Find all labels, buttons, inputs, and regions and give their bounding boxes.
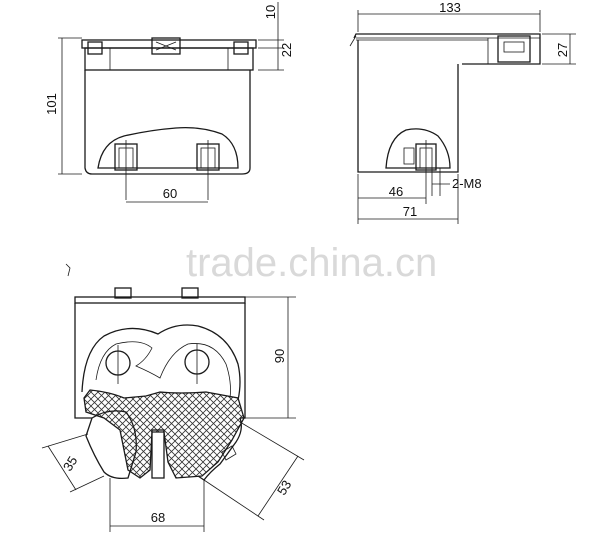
front-view: [81, 37, 257, 200]
front-contact-profile: [97, 126, 239, 169]
dim-bottom-left-angle: 35: [60, 454, 80, 474]
bottom-dimensions: 90 35 53 68: [41, 296, 305, 532]
watermark: trade.china.cn: [186, 241, 437, 285]
bottom-view: [65, 263, 246, 481]
bottom-clamp-profile: [81, 324, 241, 401]
bottom-right-wing: [197, 417, 242, 481]
dim-front-top-block: 22: [279, 43, 294, 57]
dim-side-bolt-spec: 2-M8: [452, 176, 482, 191]
bottom-left-wing: [85, 410, 137, 480]
bottom-clip-left: [114, 287, 132, 299]
dim-bottom-height: 90: [272, 349, 287, 363]
dim-side-bolt-offset: 46: [389, 184, 403, 199]
front-top-block: [84, 47, 254, 71]
side-boss: [385, 128, 451, 169]
bottom-center-slot: [151, 429, 165, 479]
bottom-clip-right: [181, 287, 199, 299]
dim-side-base: 71: [403, 204, 417, 219]
side-view: [349, 33, 541, 204]
dim-front-top-height: 10: [263, 5, 278, 19]
side-dimensions: 133 27 46 2-M8 71: [357, 0, 576, 224]
dim-bottom-right-angle: 53: [274, 478, 294, 498]
dim-side-top-block: 27: [555, 43, 570, 57]
side-clip: [497, 35, 531, 63]
front-dimensions: 101 10 22 60: [44, 2, 294, 203]
dim-side-width: 133: [439, 0, 461, 15]
front-center-latch: [151, 37, 181, 55]
dim-front-bolt-spacing: 60: [163, 186, 177, 201]
front-body: [84, 70, 251, 175]
bottom-top-plate: [74, 296, 246, 304]
side-body: [357, 40, 459, 173]
dim-front-height: 101: [44, 93, 59, 115]
side-top-rail: [353, 33, 541, 65]
dim-bottom-width: 68: [151, 510, 165, 525]
